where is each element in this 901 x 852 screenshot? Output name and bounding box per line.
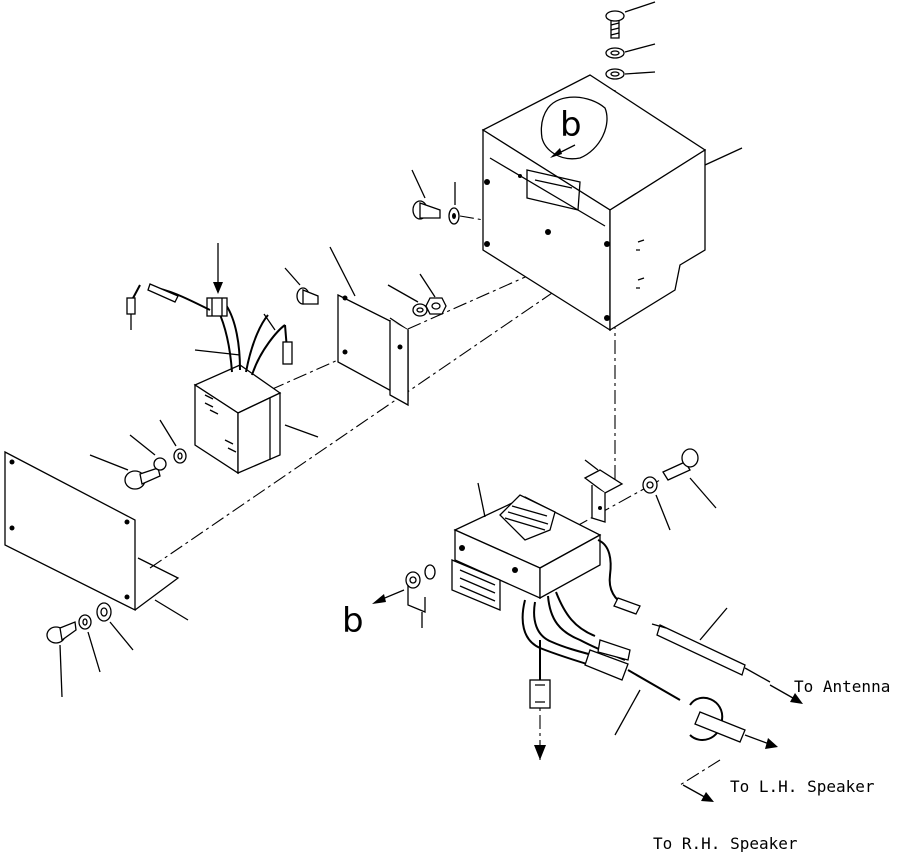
housing-bolt-and-washer [411, 169, 460, 225]
to-antenna-label: To Antenna [794, 677, 890, 696]
mounting-bracket [284, 246, 447, 407]
to-rh-speaker-label: To R.H. Speaker [653, 834, 798, 852]
cover-plate [4, 450, 189, 621]
cover-screw-and-washers [46, 602, 134, 698]
converter-screw-and-washers [89, 419, 187, 490]
radio-unit: b [342, 448, 771, 743]
console-housing: b [481, 74, 743, 332]
ground-lead-b-label: b [342, 601, 364, 641]
top-screw-and-washers [605, 1, 656, 80]
power-converter-with-wiring [126, 243, 319, 475]
detail-b-callout-label: b [560, 105, 582, 145]
to-lh-speaker-label: To L.H. Speaker [730, 777, 875, 796]
wire-direction-arrows [534, 684, 803, 802]
